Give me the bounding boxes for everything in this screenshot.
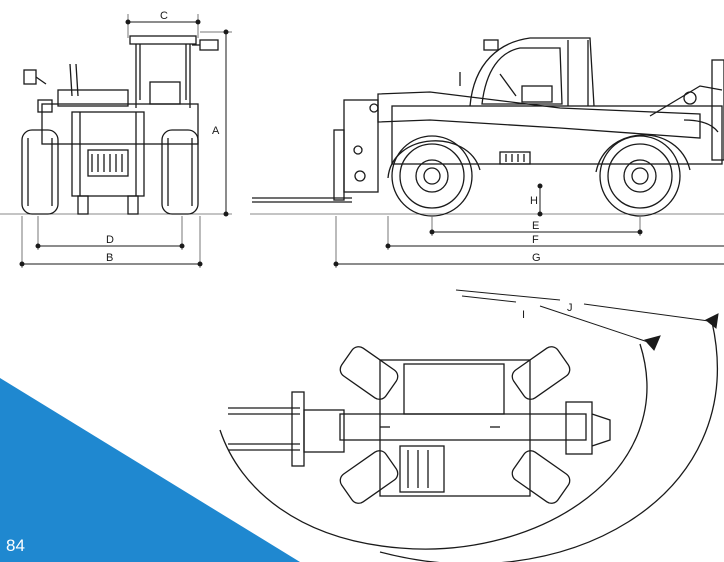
dim-label-c: C	[160, 10, 168, 22]
front-view-dimensions	[19, 14, 232, 268]
side-view-dimensions	[333, 183, 724, 268]
dim-label-e: E	[532, 220, 539, 232]
page-number: 84	[6, 536, 25, 555]
dim-label-j: J	[567, 302, 573, 314]
dim-label-d: D	[106, 234, 114, 246]
dim-label-i: I	[522, 309, 525, 321]
dim-label-g: G	[532, 252, 541, 264]
dim-label-b: B	[106, 252, 113, 264]
front-view	[0, 35, 232, 215]
dim-label-f: F	[532, 234, 539, 246]
dim-label-h: H	[530, 195, 538, 207]
side-view	[250, 37, 724, 217]
top-view	[219, 321, 718, 562]
blue-corner-band	[0, 378, 300, 562]
dim-label-a: A	[212, 125, 220, 137]
turning-radius-indicators	[455, 289, 719, 351]
